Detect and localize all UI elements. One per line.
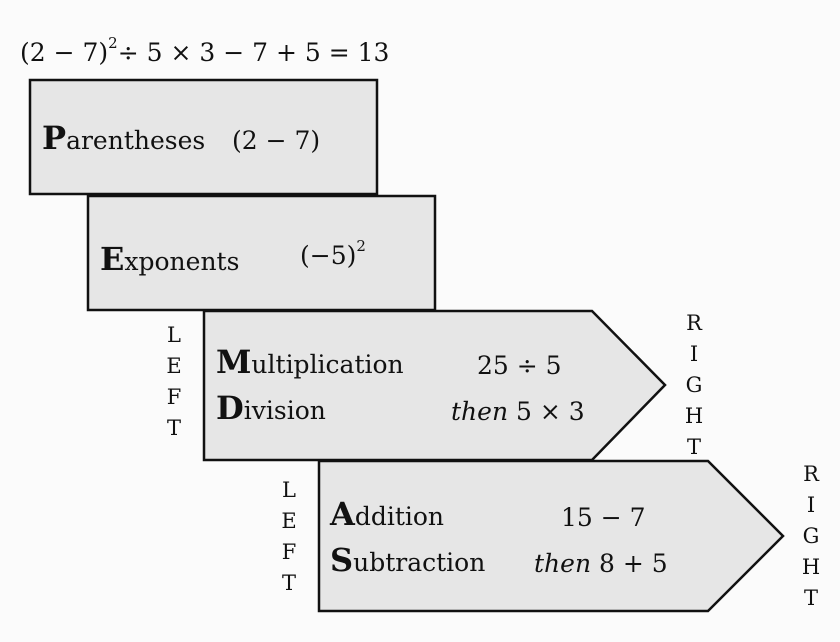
multiplication-division-arrow: [202, 309, 667, 462]
exponents-box: [86, 194, 437, 312]
division-expression: then 5 × 3: [451, 397, 585, 426]
right-label-md: R I G H T: [684, 311, 704, 459]
subtraction-label: Subtraction: [330, 541, 486, 579]
exponents-expression: (−5)2: [300, 237, 366, 270]
equation: (2 − 7)2÷ 5 × 3 − 7 + 5 = 13: [20, 34, 390, 67]
right-label-as: R I G H T: [801, 462, 821, 610]
division-label: Division: [216, 389, 326, 427]
equation-rhs: ÷ 5 × 3 − 7 + 5 = 13: [117, 38, 390, 67]
addition-label: Addition: [330, 495, 445, 533]
left-label-md: L E F T: [166, 323, 182, 440]
addition-expression: 15 − 7: [561, 503, 646, 532]
multiplication-expression: 25 ÷ 5: [477, 351, 562, 380]
addition-subtraction-arrow: [317, 459, 785, 613]
exponents-superscript: 2: [356, 237, 366, 255]
parentheses-box: [28, 78, 379, 196]
exponents-label: Exponents: [100, 240, 240, 278]
subtraction-expression: then 8 + 5: [534, 549, 668, 578]
parentheses-expression: (2 − 7): [232, 126, 321, 155]
multiplication-label: Multiplication: [216, 343, 404, 381]
left-label-as: L E F T: [281, 478, 297, 595]
parentheses-label: Parentheses: [42, 119, 206, 157]
equation-lhs: (2 − 7): [20, 38, 109, 67]
equation-exponent: 2: [108, 34, 118, 52]
